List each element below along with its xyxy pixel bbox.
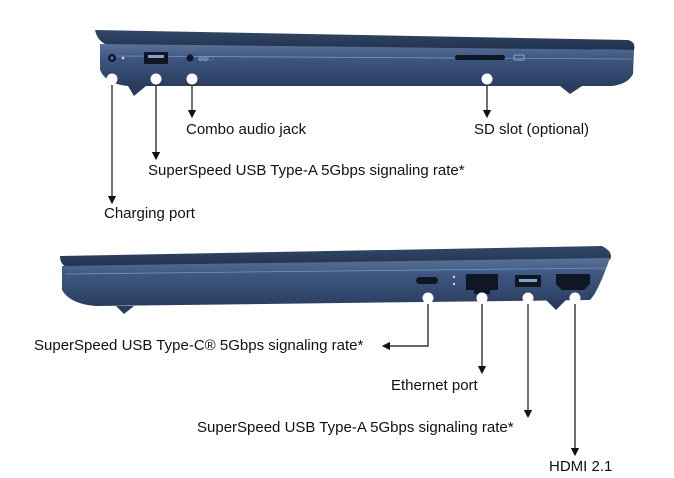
foot-front — [128, 86, 146, 96]
laptop-right-side — [60, 246, 611, 457]
hdmi-port-icon — [556, 274, 590, 290]
laptop-base — [62, 258, 610, 306]
charge-led-icon — [121, 56, 125, 60]
ethernet-port-icon — [466, 274, 498, 294]
usb-a-right-dot — [522, 292, 534, 304]
ethernet-dot — [476, 292, 488, 304]
sd-slot-dot — [481, 73, 493, 85]
laptop-lid — [60, 246, 611, 268]
foot-rear — [546, 300, 566, 310]
laptop-left-side: ൈ — [95, 30, 635, 205]
laptop-base — [100, 44, 634, 86]
usb-a-left-label: SuperSpeed USB Type-A 5Gbps signaling ra… — [148, 162, 465, 179]
svg-text:ൈ: ൈ — [198, 55, 214, 63]
usb-a-left-dot — [150, 73, 162, 85]
sd-slot-label: SD slot (optional) — [474, 121, 590, 138]
combo-audio-jack-label: Combo audio jack — [186, 121, 307, 138]
audio-jack-port-icon — [186, 54, 194, 62]
ethernet-port-label: Ethernet port — [391, 377, 478, 394]
charging-port-label: Charging port — [104, 205, 195, 222]
audio-jack-dot — [186, 73, 198, 85]
laptop-lid — [95, 30, 635, 50]
sd-slot-icon — [455, 55, 505, 60]
usb-c-dot — [422, 292, 434, 304]
usb-c-label: SuperSpeed USB Type-C® 5Gbps signaling r… — [34, 337, 364, 354]
charging-port-dot — [106, 73, 118, 85]
hdmi-label: HDMI 2.1 — [549, 458, 613, 475]
foot-front — [116, 306, 134, 314]
hdmi-dot — [569, 292, 581, 304]
usb-a-right-label: SuperSpeed USB Type-A 5Gbps signaling ra… — [197, 419, 514, 436]
usb-c-port-icon — [416, 277, 438, 284]
usb-c-leader — [381, 304, 429, 351]
foot-rear — [560, 86, 582, 94]
